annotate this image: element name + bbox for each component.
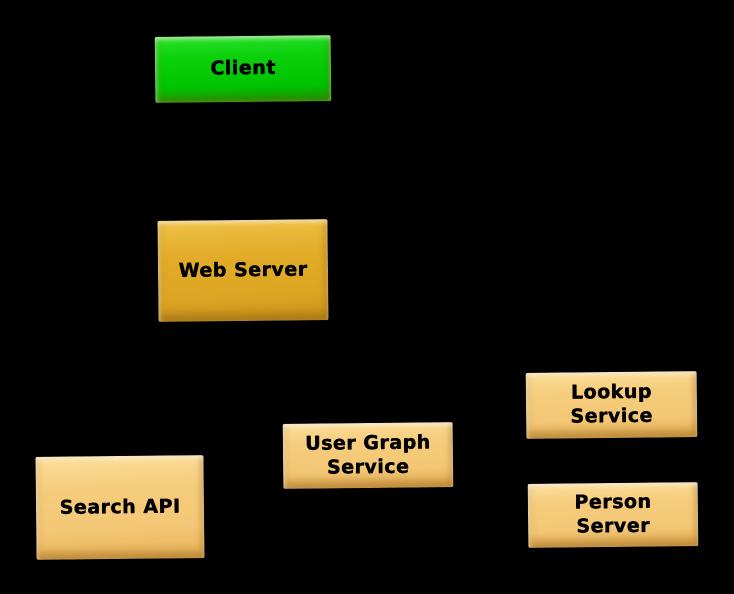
node-web-server-label: Web Server bbox=[178, 257, 308, 282]
node-person-server: Person Server bbox=[526, 481, 700, 549]
node-client: Client bbox=[153, 34, 333, 104]
node-user-graph-service: User Graph Service bbox=[281, 421, 455, 490]
node-person-server-label: Person Server bbox=[574, 490, 652, 538]
node-lookup-service-label: Lookup Service bbox=[570, 380, 653, 428]
node-search-api-label: Search API bbox=[59, 494, 181, 519]
node-user-graph-service-label: User Graph Service bbox=[304, 431, 431, 478]
node-client-label: Client bbox=[210, 56, 276, 80]
node-search-api: Search API bbox=[34, 454, 206, 561]
node-web-server: Web Server bbox=[156, 218, 330, 323]
node-lookup-service: Lookup Service bbox=[524, 370, 699, 440]
